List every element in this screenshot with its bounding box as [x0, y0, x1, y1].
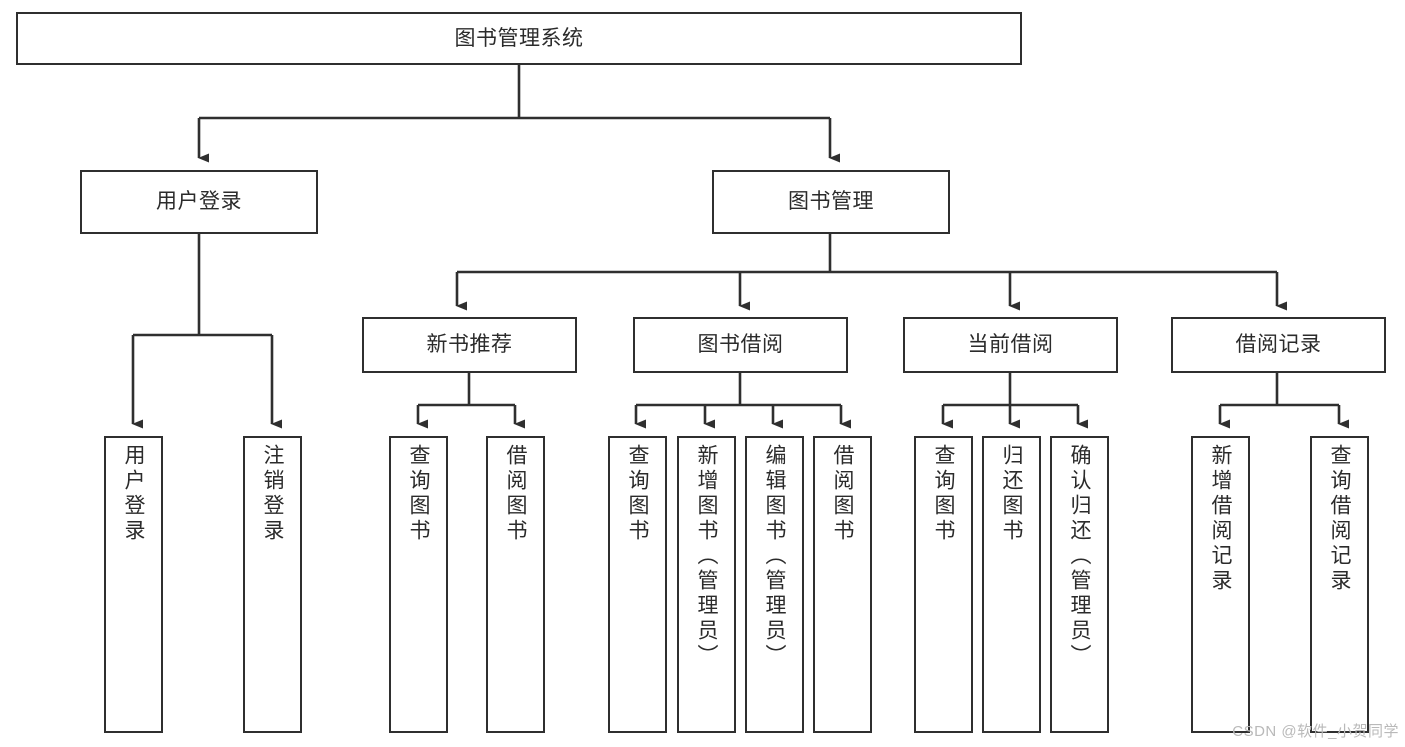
- node-label: 借阅记录: [1235, 333, 1322, 357]
- leaf-user-login-logout[interactable]: 注销登录: [243, 436, 302, 733]
- node-label: 新书推荐: [426, 333, 513, 357]
- node-label: 查询图书: [626, 444, 649, 544]
- leaf-record-query-record[interactable]: 查询借阅记录: [1310, 436, 1369, 733]
- node-label: 借阅图书: [504, 444, 527, 544]
- node-label: 查询图书: [932, 444, 955, 544]
- node-label: 新增借阅记录: [1209, 444, 1232, 594]
- leaf-borrow-borrow-book[interactable]: 借阅图书: [813, 436, 872, 733]
- node-book-borrow[interactable]: 图书借阅: [633, 317, 848, 373]
- node-label: 图书管理: [788, 190, 874, 214]
- leaf-record-add-record[interactable]: 新增借阅记录: [1191, 436, 1250, 733]
- watermark-text: CSDN @软件_小贺同学: [1232, 723, 1399, 740]
- leaf-current-return-book[interactable]: 归还图书: [982, 436, 1041, 733]
- node-label: 确认归还（管理员）: [1068, 444, 1091, 669]
- node-label: 当前借阅: [967, 333, 1054, 357]
- leaf-new-book-query[interactable]: 查询图书: [389, 436, 448, 733]
- node-label: 编辑图书（管理员）: [763, 444, 786, 669]
- leaf-user-login-login[interactable]: 用户登录: [104, 436, 163, 733]
- node-label: 图书借阅: [697, 333, 784, 357]
- node-current-borrow[interactable]: 当前借阅: [903, 317, 1118, 373]
- node-label: 借阅图书: [831, 444, 854, 544]
- leaf-borrow-edit-book-admin[interactable]: 编辑图书（管理员）: [745, 436, 804, 733]
- node-label: 注销登录: [261, 444, 284, 544]
- node-label: 查询图书: [407, 444, 430, 544]
- leaf-current-query-book[interactable]: 查询图书: [914, 436, 973, 733]
- leaf-borrow-add-book-admin[interactable]: 新增图书（管理员）: [677, 436, 736, 733]
- node-new-book-recommend[interactable]: 新书推荐: [362, 317, 577, 373]
- leaf-borrow-query-book[interactable]: 查询图书: [608, 436, 667, 733]
- node-label: 用户登录: [122, 444, 145, 544]
- node-label: 图书管理系统: [454, 26, 584, 50]
- node-label: 查询借阅记录: [1328, 444, 1351, 594]
- node-user-login[interactable]: 用户登录: [80, 170, 318, 234]
- leaf-new-book-borrow[interactable]: 借阅图书: [486, 436, 545, 733]
- node-label: 归还图书: [1000, 444, 1023, 544]
- node-borrow-record[interactable]: 借阅记录: [1171, 317, 1386, 373]
- node-book-management[interactable]: 图书管理: [712, 170, 950, 234]
- node-label: 新增图书（管理员）: [695, 444, 718, 669]
- node-root-system[interactable]: 图书管理系统: [16, 12, 1022, 65]
- node-label: 用户登录: [156, 190, 242, 214]
- leaf-current-confirm-return-admin[interactable]: 确认归还（管理员）: [1050, 436, 1109, 733]
